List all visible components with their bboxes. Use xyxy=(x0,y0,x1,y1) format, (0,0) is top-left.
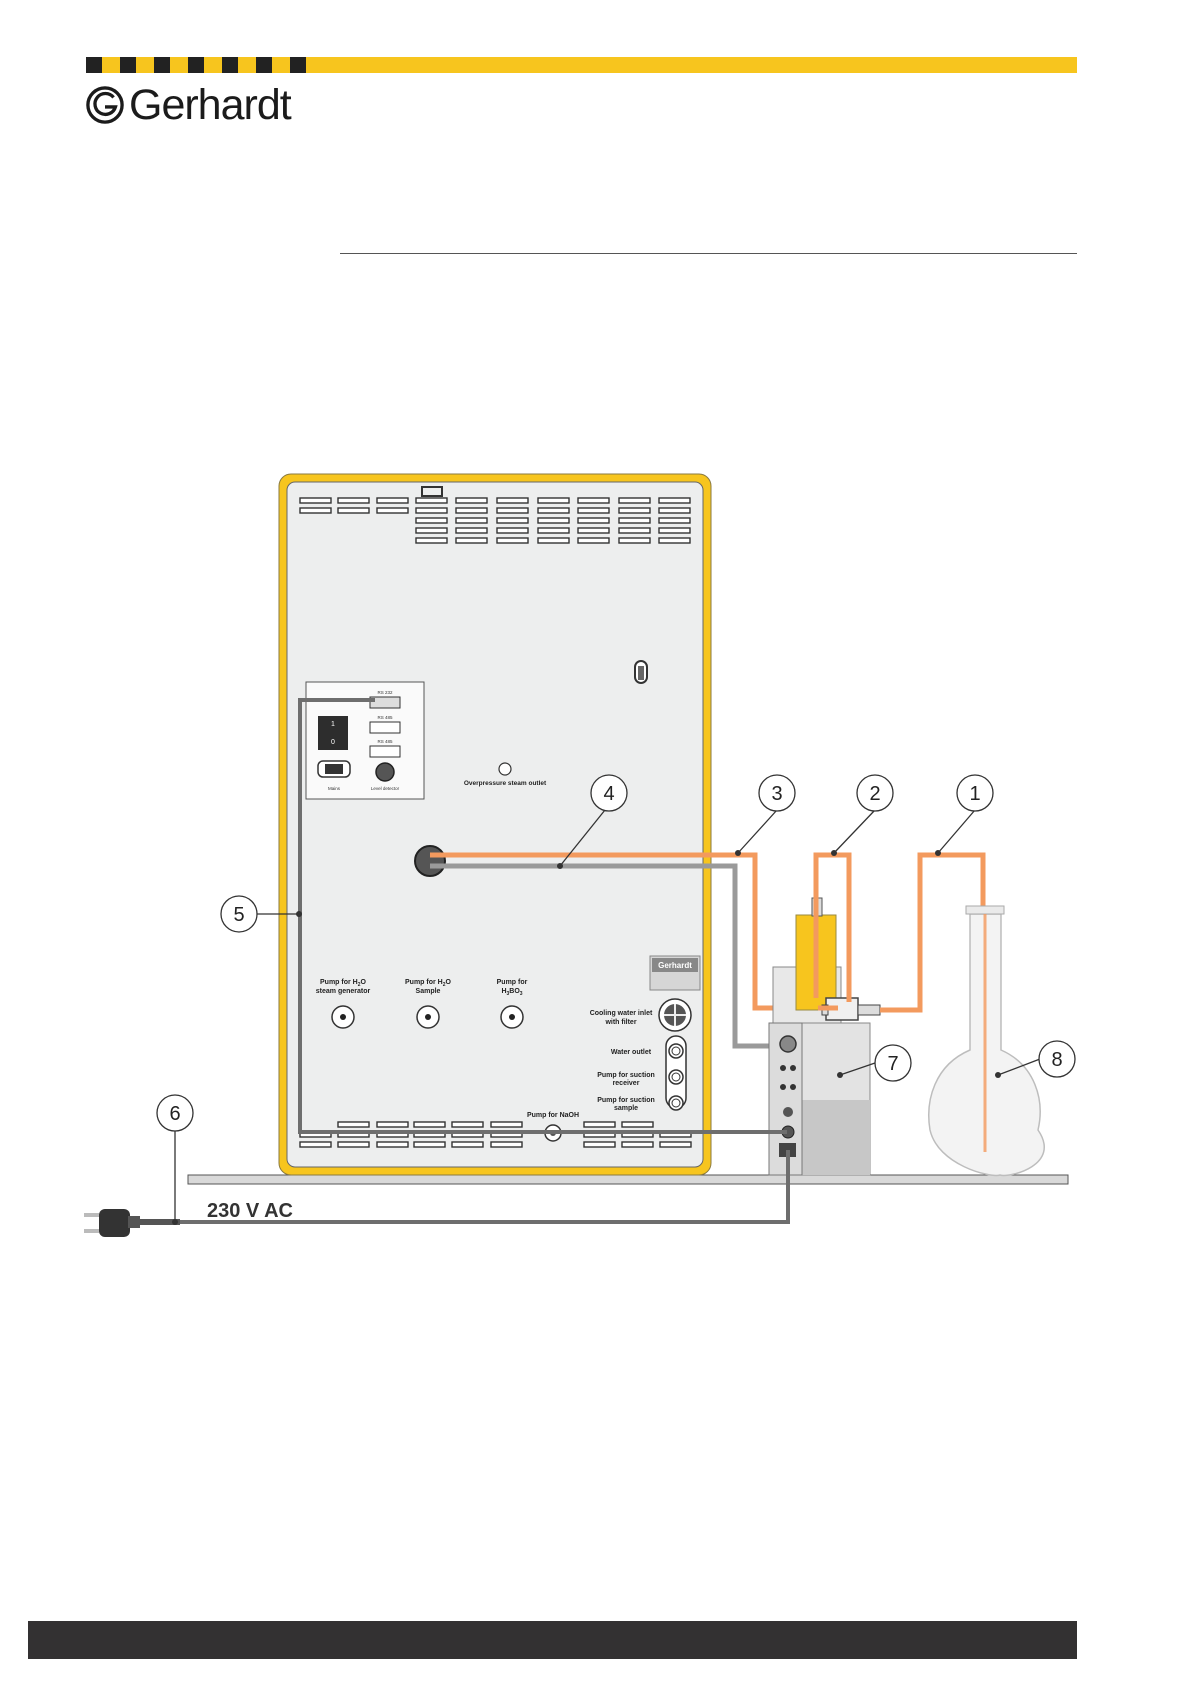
rs485-label-1: RS 485 xyxy=(377,715,393,720)
pump2-label-b: O xyxy=(446,979,452,986)
tube-1 xyxy=(880,855,983,1010)
mains-label: Mains xyxy=(328,786,341,791)
level-detector-label: Level detector xyxy=(371,786,400,791)
pump3-label-line1: Pump for xyxy=(497,979,528,986)
suction-sample-label-2: sample xyxy=(614,1105,638,1112)
callout-5-label: 5 xyxy=(233,904,244,926)
overpressure-steam-outlet xyxy=(499,763,511,775)
supply-voltage-label: 230 V AC xyxy=(207,1200,293,1222)
callout-7: 7 xyxy=(875,1045,911,1081)
water-outlet xyxy=(669,1044,683,1058)
callout-7-label: 7 xyxy=(887,1053,898,1075)
device-8-receiver-flask xyxy=(929,906,1044,1175)
cooling-water-label-1: Cooling water inlet xyxy=(590,1010,653,1017)
suction-receiver-label-2: receiver xyxy=(613,1080,640,1087)
callout-4-label: 4 xyxy=(603,783,614,805)
callout-6-label: 6 xyxy=(169,1103,180,1125)
callout-5: 5 xyxy=(221,896,257,932)
distillation-unit-back-panel: 1 0 Mains RS 232 RS 485 RS 485 Level det… xyxy=(279,474,711,1175)
pump1-label-a: Pump for H xyxy=(320,979,358,986)
switch-on-label: 1 xyxy=(331,721,335,728)
pump2-label-a: Pump for H xyxy=(405,979,443,986)
callout-1-label: 1 xyxy=(969,783,980,805)
callout-8: 8 xyxy=(1039,1041,1075,1077)
callout-3-label: 3 xyxy=(771,783,782,805)
pump1-label-b: O xyxy=(361,979,367,986)
rs485-port-1 xyxy=(370,722,400,733)
callout-3: 3 xyxy=(759,775,795,811)
suction-receiver-pump xyxy=(669,1070,683,1084)
footer-bar xyxy=(28,1621,1077,1659)
mains-plug-icon xyxy=(84,1209,180,1237)
rs485-port-2 xyxy=(370,746,400,757)
suction-receiver-label-1: Pump for suction xyxy=(597,1072,655,1079)
level-detector-socket xyxy=(376,763,394,781)
callout-2-label: 2 xyxy=(869,783,880,805)
pump3-sub-b: 3 xyxy=(520,991,523,997)
pump2-label-line2: Sample xyxy=(416,988,441,995)
pump1-label-line2: steam generator xyxy=(316,988,371,995)
callout-6: 6 xyxy=(157,1095,193,1131)
pump3-label-b: BO xyxy=(509,988,520,995)
bench xyxy=(188,1175,1068,1184)
callout-8-label: 8 xyxy=(1051,1049,1062,1071)
suction-sample-pump xyxy=(669,1096,683,1110)
switch-off-label: 0 xyxy=(331,739,335,746)
rs485-label-2: RS 485 xyxy=(377,739,393,744)
callout-2: 2 xyxy=(857,775,893,811)
overpressure-label: Overpressure steam outlet xyxy=(464,780,547,787)
water-outlet-label: Water outlet xyxy=(611,1049,652,1056)
callout-1: 1 xyxy=(957,775,993,811)
suction-sample-label-1: Pump for suction xyxy=(597,1097,655,1104)
cooling-water-label-2: with filter xyxy=(604,1019,636,1026)
callout-4: 4 xyxy=(591,775,627,811)
naoh-pump-label: Pump for NaOH xyxy=(527,1112,579,1119)
rs232-label: RS 232 xyxy=(377,690,393,695)
nameplate-text: Gerhardt xyxy=(658,961,692,970)
steam-outlet-port xyxy=(415,846,445,876)
